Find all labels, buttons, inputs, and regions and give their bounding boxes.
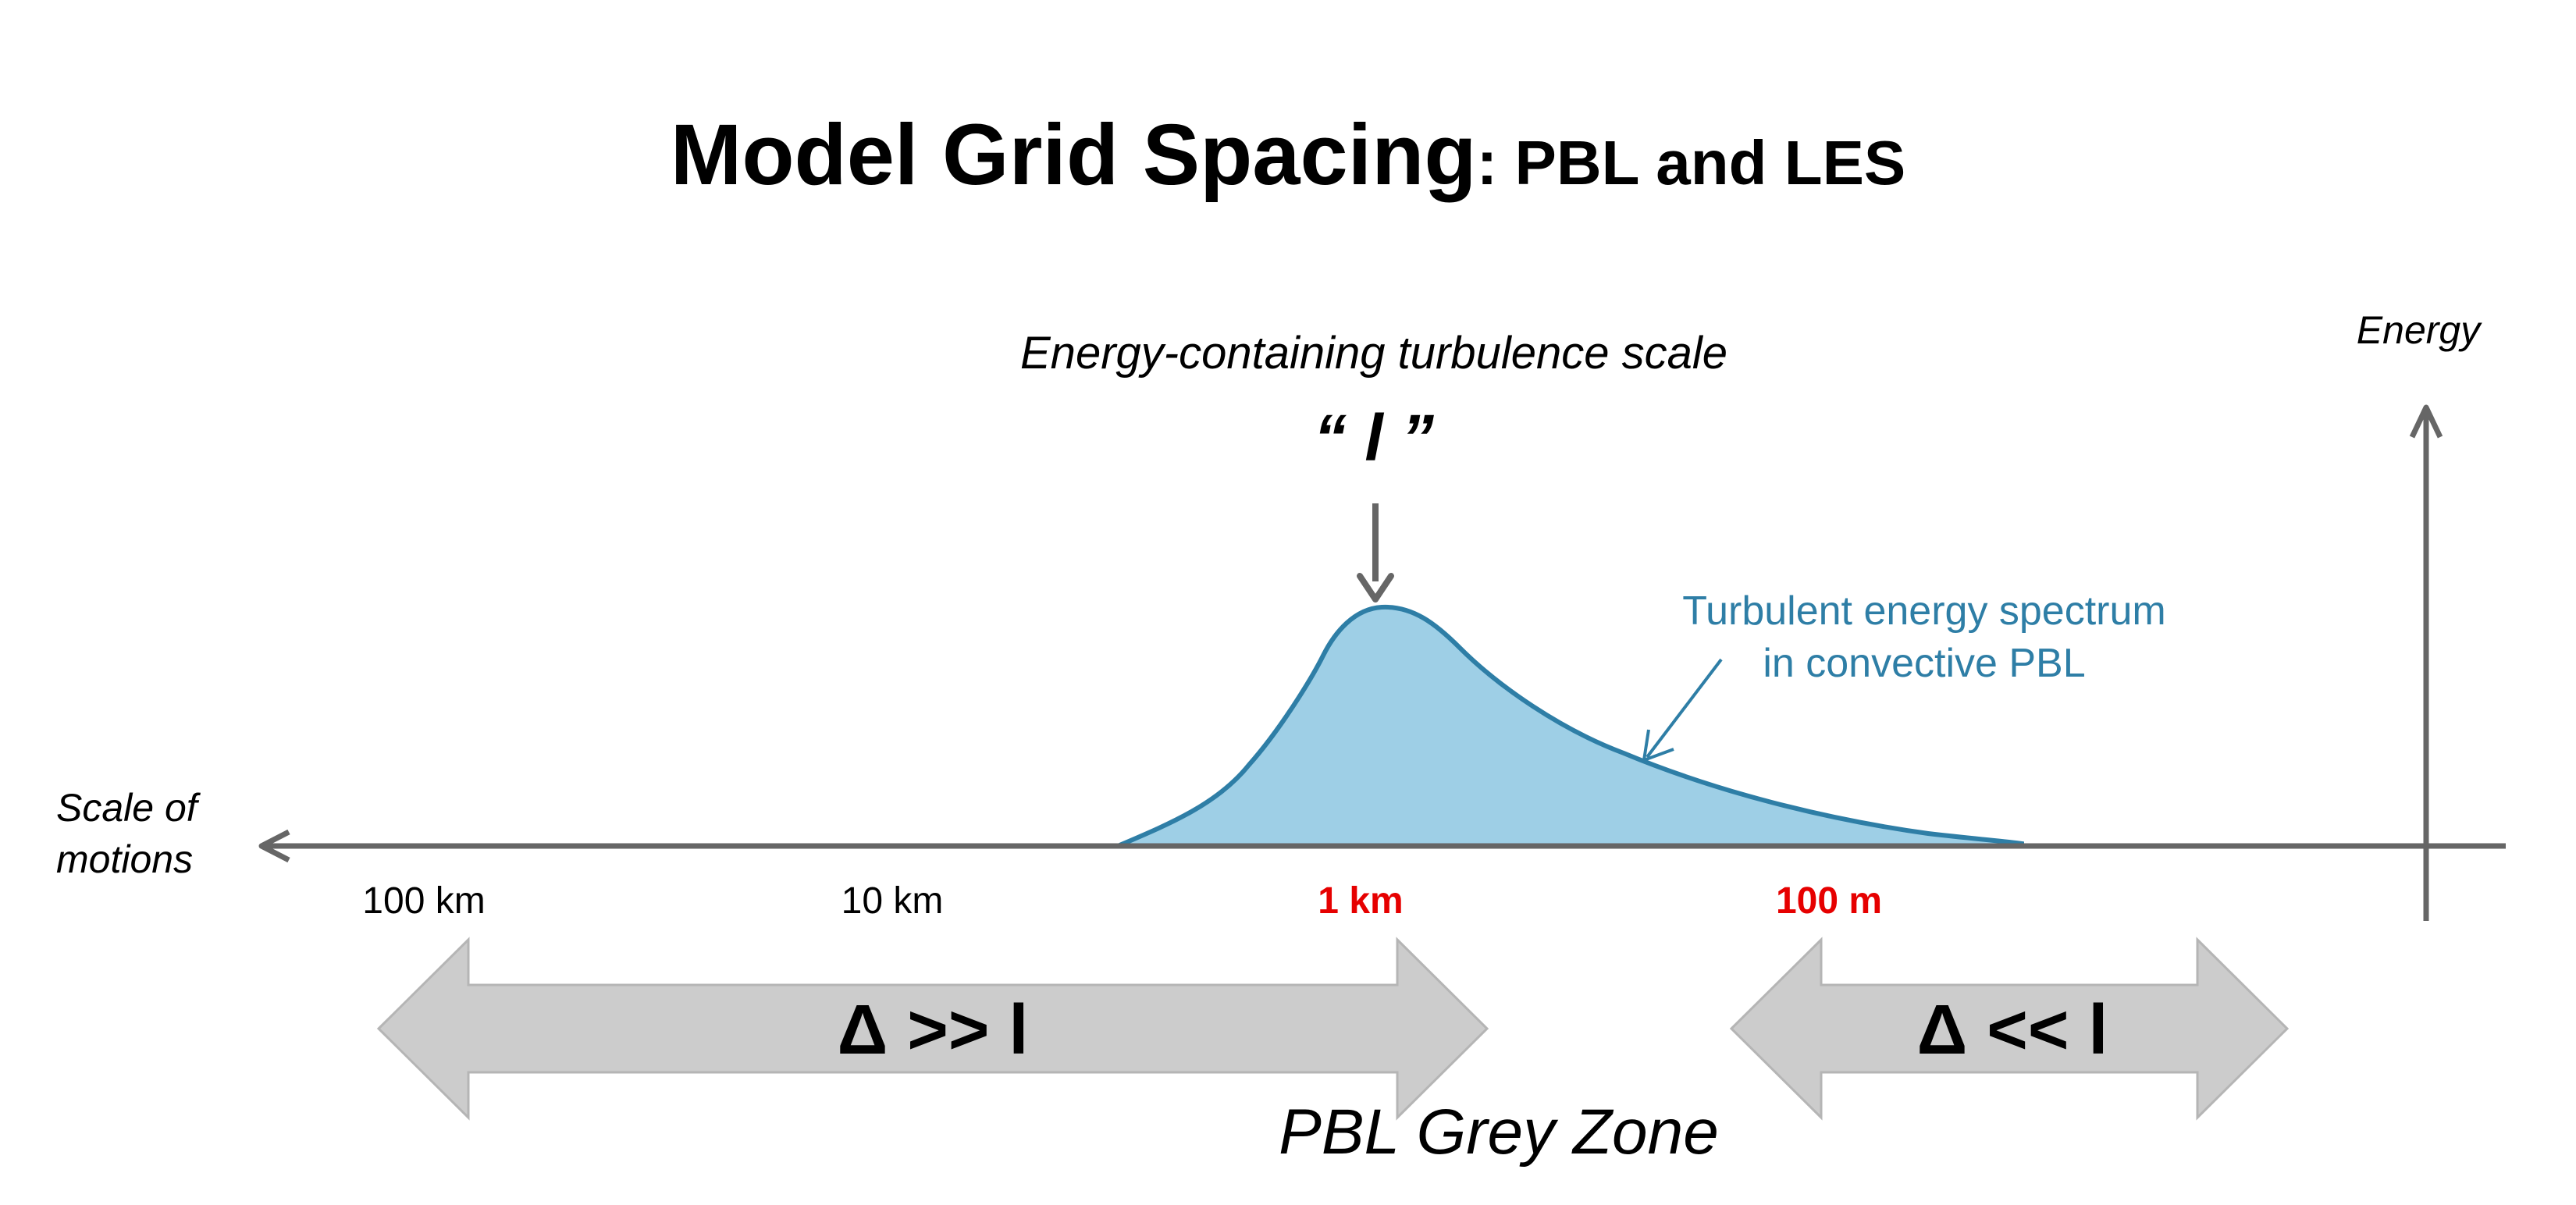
spectrum-pointer-arrow — [1642, 658, 1723, 762]
l-symbol: “ l ” — [1314, 401, 1434, 475]
x-axis — [258, 829, 2506, 863]
tick-label-10km: 10 km — [841, 880, 944, 922]
spectrum-label-line2: in convective PBL — [1763, 641, 2085, 686]
diagram-title: Model Grid Spacing: PBL and LES — [671, 107, 1906, 203]
y-axis — [2409, 404, 2443, 921]
regime-label-coarse: Δ >> l — [838, 991, 1029, 1069]
tick-label-100m: 100 m — [1776, 880, 1882, 922]
energy-scale-label: Energy-containing turbulence scale — [1020, 328, 1727, 379]
spectrum-label-line1: Turbulent energy spectrum — [1682, 588, 2165, 634]
regime-arrow-coarse: Δ >> l — [376, 937, 1489, 1121]
title-main: Model Grid Spacing — [671, 107, 1477, 203]
tick-label-100km: 100 km — [362, 880, 485, 922]
peak-pointer-arrow — [1357, 503, 1394, 602]
title-sub: : PBL and LES — [1477, 128, 1906, 197]
grey-zone-label: PBL Grey Zone — [1279, 1097, 1719, 1168]
regime-label-fine: Δ << l — [1917, 991, 2108, 1069]
x-axis-label-line1: Scale of — [56, 786, 201, 830]
y-axis-label: Energy — [2357, 308, 2482, 352]
energy-spectrum-curve — [1116, 604, 2024, 848]
tick-label-1km: 1 km — [1318, 880, 1403, 922]
x-axis-label-line2: motions — [56, 837, 193, 881]
regime-arrow-fine: Δ << l — [1729, 937, 2290, 1121]
